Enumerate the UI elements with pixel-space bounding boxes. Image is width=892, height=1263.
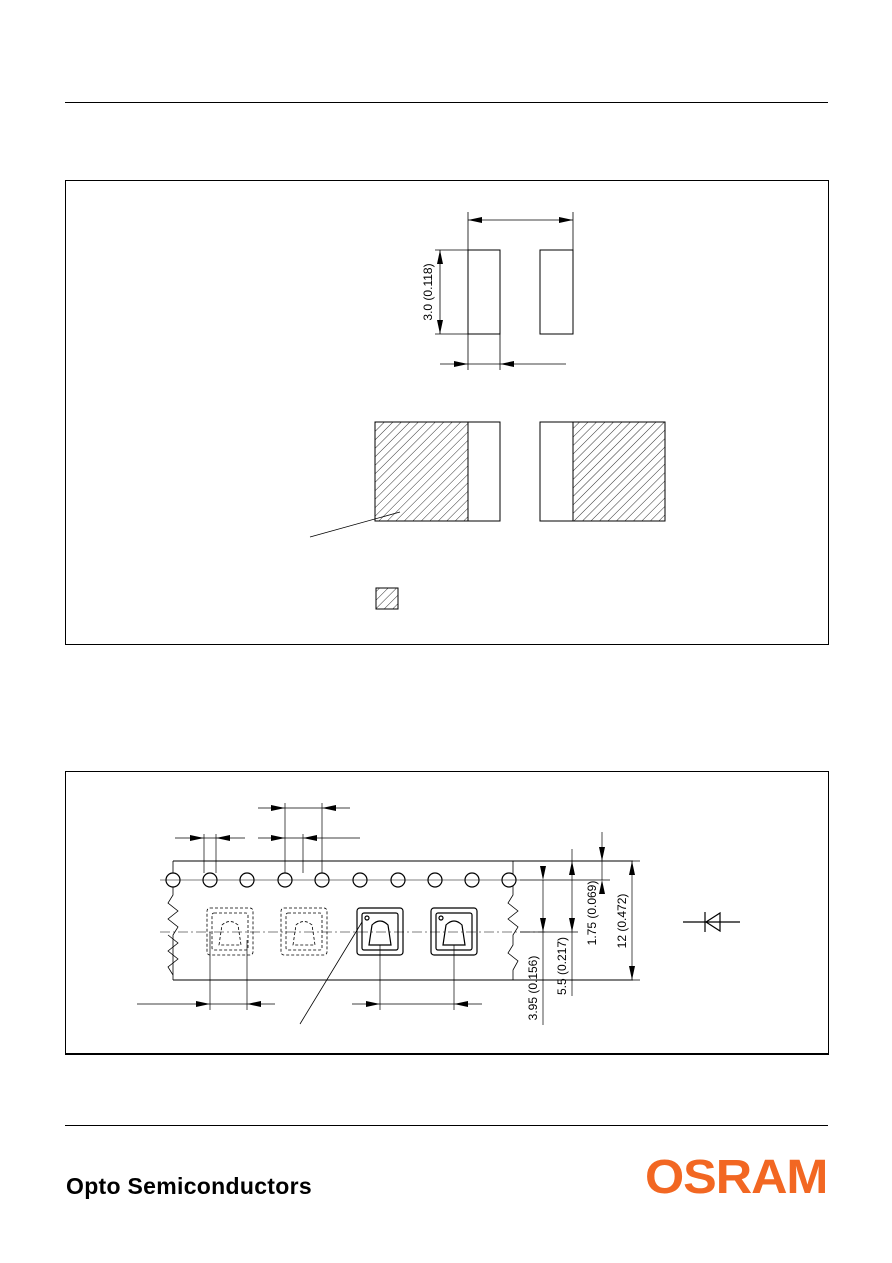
footer-rule (65, 1125, 828, 1126)
pad-leader-line (309, 511, 401, 538)
company-name: Opto Semiconductors (66, 1173, 312, 1199)
tape-width-label: 12 (0.472) (615, 894, 629, 949)
pad-top-left (467, 249, 501, 335)
hole-edge-label: 1.75 (0.069) (585, 881, 599, 946)
pad-bottom-right-hatched (573, 422, 665, 521)
hatch-legend-swatch (375, 587, 399, 610)
solder-pad-panel (65, 180, 829, 645)
pad-bottom-left-frame (374, 421, 501, 522)
pad-bottom-left-hatched (375, 422, 468, 521)
osram-logo: OSRAM (645, 1151, 828, 1204)
pad-height-label: 3.0 (0.118) (421, 263, 435, 320)
hole-pitch-label: 3.95 (0.156) (526, 956, 540, 1021)
center-distance-label: 5.5 (0.217) (555, 937, 569, 995)
pad-top-right (539, 249, 574, 335)
diode-symbol (683, 911, 740, 933)
pad-bottom-right-frame (539, 421, 666, 522)
header-rule (65, 102, 828, 103)
